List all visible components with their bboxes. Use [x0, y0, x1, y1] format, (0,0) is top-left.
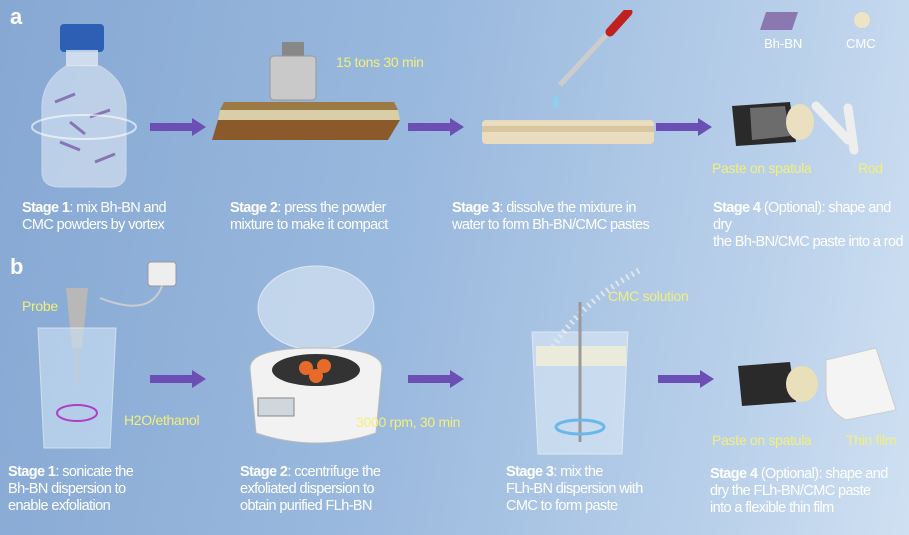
arrow-a3 — [656, 118, 712, 136]
probe-label: Probe — [22, 298, 58, 314]
cmc-legend-swatch — [854, 12, 870, 28]
centrifuge-illustration — [249, 265, 383, 444]
spatula-film-illustration — [738, 347, 897, 421]
vortex-bottle-illustration — [31, 24, 137, 188]
spatula-label-a: Paste on spatula — [712, 160, 812, 176]
legend-bhbn: Bh-BN — [764, 36, 803, 51]
rod-label: Rod — [858, 160, 883, 176]
arrow-a1 — [150, 118, 206, 136]
mixing-beaker-illustration — [531, 267, 642, 455]
legend-cmc: CMC — [846, 36, 876, 51]
press-condition-label: 15 tons 30 min — [336, 54, 424, 70]
arrow-a2 — [408, 118, 464, 136]
arrow-b2 — [408, 370, 464, 388]
bhbn-legend-swatch — [760, 12, 798, 30]
arrow-b3 — [658, 370, 714, 388]
solvent-label: H2O/ethanol — [124, 412, 200, 428]
panel-label-b: b — [10, 254, 24, 279]
dropper-paste-illustration — [482, 10, 654, 144]
thin-film-label: Thin film — [846, 432, 897, 448]
cmc-solution-label: CMC solution — [608, 288, 689, 304]
arrow-b1 — [150, 370, 206, 388]
panel-label-a: a — [10, 4, 23, 29]
sonication-illustration — [37, 261, 177, 449]
centrifuge-condition-label: 3000 rpm, 30 min — [356, 414, 461, 430]
spatula-rod-illustration — [732, 101, 859, 155]
spatula-label-b: Paste on spatula — [712, 432, 812, 448]
press-illustration — [212, 42, 400, 140]
